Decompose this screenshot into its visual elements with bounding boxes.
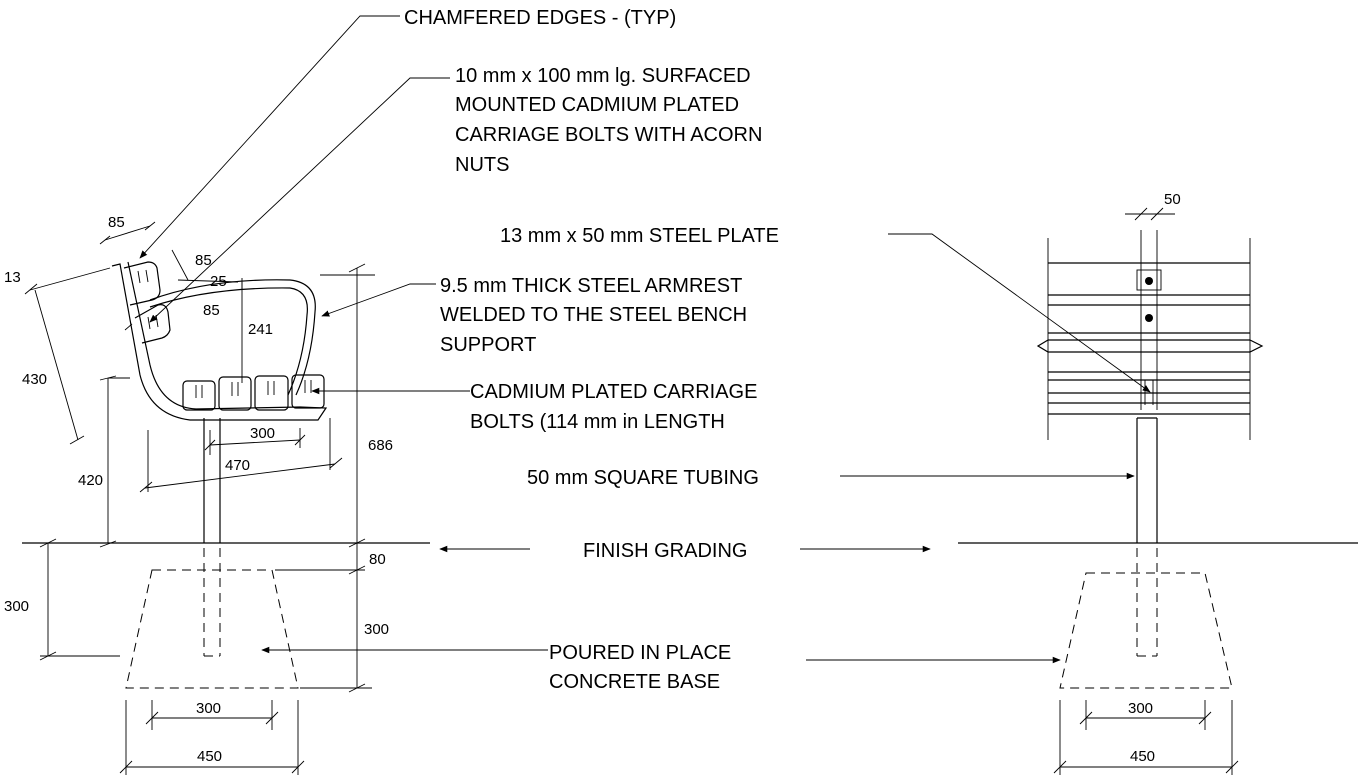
dim-13: 13 bbox=[4, 269, 21, 286]
note-bolts-line3: CARRIAGE BOLTS WITH ACORN bbox=[455, 124, 762, 146]
dim-85-low: 85 bbox=[203, 302, 220, 319]
dim-300-footing-right: 300 bbox=[1128, 700, 1153, 717]
dim-420: 420 bbox=[78, 472, 103, 489]
note-armrest-line3: SUPPORT bbox=[440, 334, 536, 356]
leader-lines bbox=[139, 15, 1151, 664]
dim-450-footing-left: 450 bbox=[197, 748, 222, 765]
dim-470: 470 bbox=[225, 457, 250, 474]
concrete-footing-left bbox=[125, 569, 299, 689]
note-bolts-line1: 10 mm x 100 mm lg. SURFACED bbox=[455, 65, 751, 87]
notes: CHAMFERED EDGES - (TYP) 10 mm x 100 mm l… bbox=[404, 7, 779, 693]
dimension-lines bbox=[24, 207, 1239, 775]
note-bolts-line2: MOUNTED CADMIUM PLATED bbox=[455, 94, 739, 116]
note-chamfered-edges: CHAMFERED EDGES - (TYP) bbox=[404, 7, 676, 29]
concrete-footing-right bbox=[1059, 572, 1233, 689]
note-armrest-line2: WELDED TO THE STEEL BENCH bbox=[440, 304, 747, 326]
dim-300-depth-right: 300 bbox=[364, 621, 389, 638]
dim-80: 80 bbox=[369, 551, 386, 568]
bolt-dot-lower bbox=[1145, 314, 1153, 322]
bench-front-view bbox=[1036, 230, 1264, 689]
note-armrest-line1: 9.5 mm THICK STEEL ARMREST bbox=[440, 275, 742, 297]
dim-430: 430 bbox=[22, 371, 47, 388]
dim-300-footing-left: 300 bbox=[196, 700, 221, 717]
bolt-dot-upper bbox=[1145, 277, 1153, 285]
dim-85-mid: 85 bbox=[195, 252, 212, 269]
note-finish-grading: FINISH GRADING bbox=[583, 540, 747, 562]
note-cadmium-line2: BOLTS (114 mm in LENGTH bbox=[470, 411, 725, 433]
note-concrete-line2: CONCRETE BASE bbox=[549, 671, 720, 693]
dim-85-top: 85 bbox=[108, 214, 125, 231]
note-concrete-line1: POURED IN PLACE bbox=[549, 642, 731, 664]
dimension-labels: 85 85 25 85 13 241 430 420 300 470 686 8… bbox=[4, 191, 1181, 765]
dim-25: 25 bbox=[210, 273, 227, 290]
dim-241: 241 bbox=[248, 321, 273, 338]
dim-300-seat: 300 bbox=[250, 425, 275, 442]
note-bolts-line4: NUTS bbox=[455, 154, 509, 176]
dim-300-depth-left: 300 bbox=[4, 598, 29, 615]
bench-side-view bbox=[111, 261, 328, 689]
seat-slats bbox=[182, 374, 325, 411]
note-steel-plate: 13 mm x 50 mm STEEL PLATE bbox=[500, 225, 779, 247]
dim-50-post: 50 bbox=[1164, 191, 1181, 208]
dim-450-footing-right: 450 bbox=[1130, 748, 1155, 765]
note-square-tubing: 50 mm SQUARE TUBING bbox=[527, 467, 759, 489]
note-cadmium-line1: CADMIUM PLATED CARRIAGE bbox=[470, 381, 757, 403]
dim-686: 686 bbox=[368, 437, 393, 454]
